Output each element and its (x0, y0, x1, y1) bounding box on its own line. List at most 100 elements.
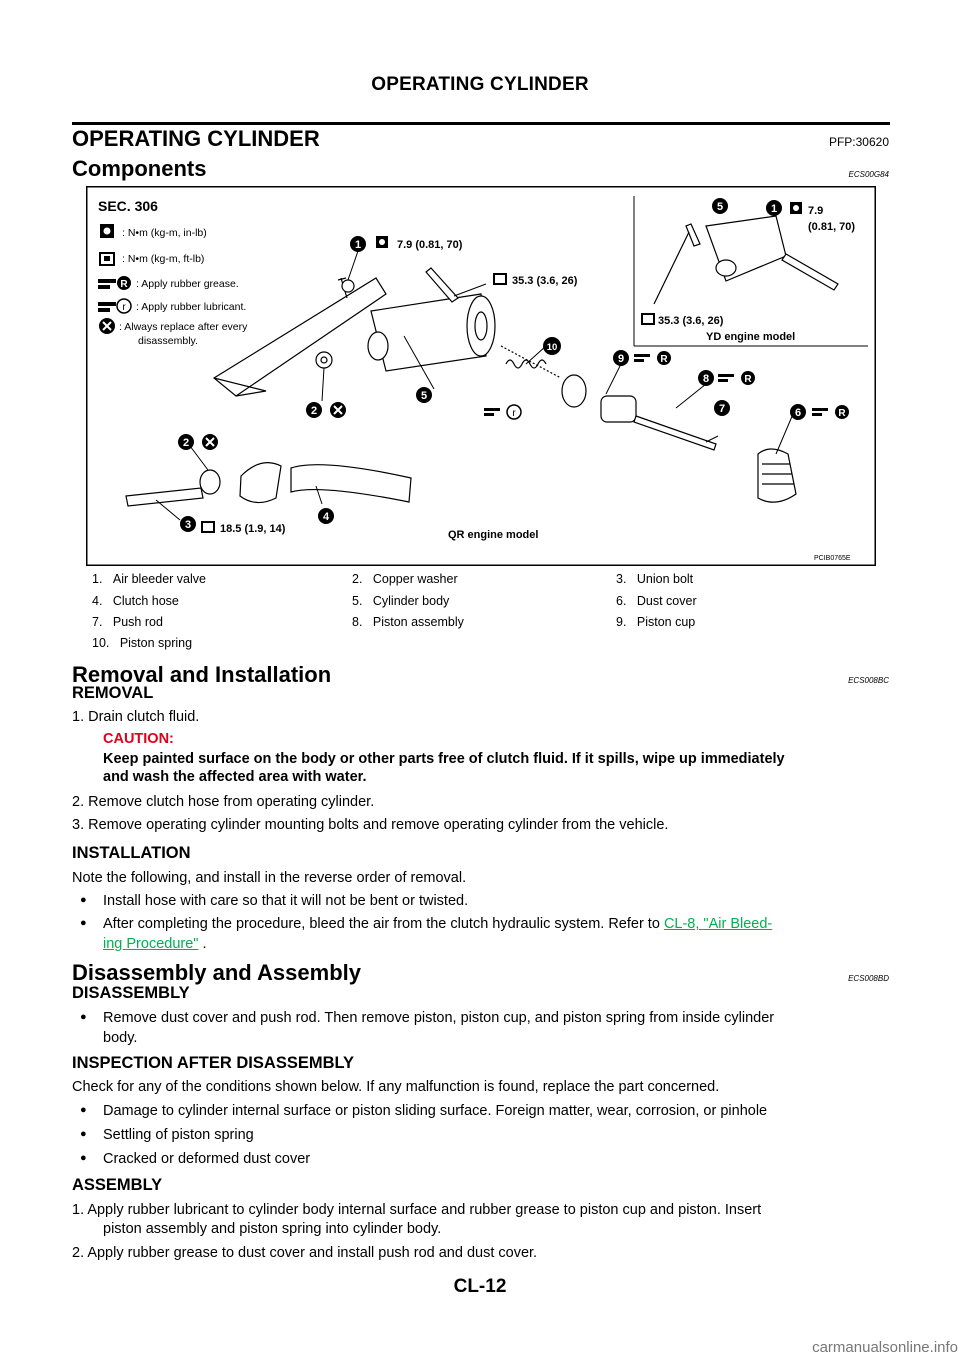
torque-label-1: 7.9 (0.81, 70) (397, 239, 463, 251)
removal-step-2: 2. Remove clutch hose from operating cyl… (72, 794, 375, 810)
inspection-bullet-3: Cracked or deformed dust cover (103, 1151, 311, 1167)
legend-item-3: 3. Union bolt (616, 572, 694, 586)
assembly-step-2: 2. Apply rubber grease to dust cover and… (72, 1245, 538, 1261)
bullet-icon: ● (80, 1128, 87, 1140)
svg-text:7: 7 (719, 403, 725, 415)
components-heading: Components (72, 156, 207, 181)
yd-cylinder-drawing (653, 215, 839, 305)
yd-torque-label-1b: (0.81, 70) (808, 221, 855, 233)
torque-icon-2 (493, 273, 507, 285)
callout-7: 7 (714, 400, 730, 416)
grease-symbol-6: R (812, 405, 849, 419)
lubricant-symbol-5: r (484, 404, 522, 420)
lubricant-icon: r (98, 298, 132, 314)
inspection-bullet-1: Damage to cylinder internal surface or p… (103, 1103, 768, 1119)
svg-text:r: r (122, 302, 126, 313)
removal-heading: REMOVAL (72, 684, 154, 702)
installation-heading: INSTALLATION (72, 844, 191, 862)
caution-text-line-1: Keep painted surface on the body or othe… (103, 751, 785, 767)
page-number: CL-12 (453, 1276, 507, 1297)
callout-4: 4 (318, 508, 334, 524)
torque-label-2: 35.3 (3.6, 26) (512, 275, 578, 287)
callout-yd-1: 1 (766, 200, 782, 216)
svg-text:R: R (838, 408, 846, 419)
legend-item-4: 4. Clutch hose (92, 594, 179, 608)
callout-2b: 2 (178, 434, 194, 450)
sec-label: SEC. 306 (98, 198, 158, 214)
yd-torque-icon-1 (790, 202, 802, 214)
callout-8: 8 (698, 370, 714, 386)
components-figure: SEC. 306 R r : N•m (kg-m, in-lb) : N•m (… (86, 186, 876, 566)
disassembly-bullet-line-2: body. (103, 1030, 138, 1046)
installation-bullet-1: Install hose with care so that it will n… (103, 893, 469, 909)
pfp-code: PFP:30620 (828, 135, 889, 149)
torque-icon-1 (376, 236, 388, 248)
legend-ftlb: : N•m (kg-m, ft-lb) (122, 253, 204, 265)
legend-item-7: 7. Push rod (92, 615, 163, 629)
watermark: carmanualsonline.info (812, 1339, 958, 1356)
callout-yd-5: 5 (712, 198, 728, 214)
yd-engine-label: YD engine model (706, 331, 795, 343)
removal-installation-heading: Removal and Installation (72, 662, 332, 687)
legend-item-5: 5. Cylinder body (352, 594, 450, 608)
svg-text:5: 5 (717, 201, 723, 213)
svg-text:R: R (120, 279, 128, 290)
yd-torque-icon-2 (641, 313, 655, 325)
legend-grease: : Apply rubber grease. (136, 278, 239, 290)
callout-10: 10 (543, 337, 561, 355)
installation-bullet-2-cont: ing Procedure" . (103, 936, 207, 952)
grease-symbol-9: R (634, 351, 671, 365)
installation-intro: Note the following, and install in the r… (72, 870, 467, 886)
replace-symbol-2b (202, 434, 218, 450)
assembly-heading: ASSEMBLY (72, 1176, 163, 1194)
inspection-bullet-2: Settling of piston spring (103, 1127, 254, 1143)
air-bleeding-link[interactable]: CL-8, "Air Bleed- (663, 916, 773, 932)
removal-installation-code: ECS008BC (848, 676, 889, 685)
legend-inlb: : N•m (kg-m, in-lb) (122, 227, 207, 239)
svg-text:r: r (512, 408, 516, 419)
installation-bullet-2: After completing the procedure, bleed th… (103, 916, 773, 932)
assembly-step-1-line-2: piston assembly and piston spring into c… (103, 1221, 442, 1237)
bullet-icon: ● (80, 1104, 87, 1116)
replace-icon (99, 318, 115, 334)
inspection-intro: Check for any of the conditions shown be… (72, 1079, 720, 1095)
header-rule (72, 122, 890, 125)
svg-text:R: R (660, 354, 668, 365)
removal-step-3: 3. Remove operating cylinder mounting bo… (72, 817, 669, 833)
removal-step-1: 1. Drain clutch fluid. (72, 709, 200, 725)
section-title: OPERATING CYLINDER (72, 126, 320, 151)
legend-item-10: 10. Piston spring (92, 636, 193, 650)
svg-text:4: 4 (323, 511, 330, 523)
air-bleeding-link-cont[interactable]: ing Procedure" (103, 936, 199, 952)
caution-text-line-2: and wash the affected area with water. (103, 769, 367, 785)
svg-text:10: 10 (547, 342, 558, 353)
replace-symbol-2 (330, 402, 346, 418)
callout-5: 5 (416, 387, 432, 403)
figure-id: PCIB0765E (814, 555, 851, 562)
components-code: ECS00G84 (848, 170, 889, 179)
qr-cylinder-drawing (125, 267, 797, 507)
caution-label: CAUTION: (103, 731, 174, 747)
legend-replace: : Always replace after every (119, 321, 248, 333)
grease-icon: R (98, 276, 131, 290)
svg-text:1: 1 (771, 203, 777, 215)
legend-item-9: 9. Piston cup (616, 615, 696, 629)
leader-lines (155, 250, 794, 521)
callout-6: 6 (790, 404, 806, 420)
svg-text:2: 2 (183, 437, 189, 449)
callout-3: 3 (180, 516, 196, 532)
inspection-heading: INSPECTION AFTER DISASSEMBLY (72, 1054, 355, 1072)
svg-text:5: 5 (421, 390, 427, 402)
exploded-view-diagram: SEC. 306 R r : N•m (kg-m, in-lb) : N•m (… (86, 186, 876, 566)
grease-symbol-8: R (718, 371, 755, 385)
svg-text:1: 1 (355, 239, 361, 251)
running-header: OPERATING CYLINDER (371, 74, 589, 95)
disassembly-bullet-line-1: Remove dust cover and push rod. Then rem… (103, 1010, 775, 1026)
callout-2: 2 (306, 402, 322, 418)
svg-text:2: 2 (311, 405, 317, 417)
callout-1: 1 (350, 236, 366, 252)
yd-torque-label-2: 35.3 (3.6, 26) (658, 315, 724, 327)
disassembly-heading: DISASSEMBLY (72, 984, 190, 1002)
svg-text:3: 3 (185, 519, 191, 531)
bullet-icon: ● (80, 1011, 87, 1023)
